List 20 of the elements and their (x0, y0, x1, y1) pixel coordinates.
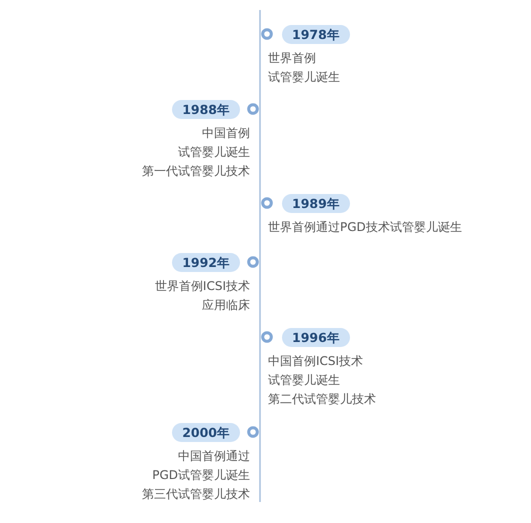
event-text: 第二代试管婴儿技术 (268, 392, 376, 406)
event-text: 世界首例通过PGD技术试管婴儿诞生 (268, 220, 462, 234)
year-tag: 1978年 (282, 25, 350, 44)
event-text: PGD试管婴儿诞生 (152, 468, 250, 482)
year-tag: 1992年 (172, 253, 240, 272)
year-tag: 1996年 (282, 328, 350, 347)
year-tag: 2000年 (172, 423, 240, 442)
year-tag: 1988年 (172, 100, 240, 119)
event-text: 试管婴儿诞生 (268, 70, 340, 84)
event-text: 中国首例ICSI技术 (268, 354, 364, 368)
event-text: 世界首例ICSI技术 (154, 279, 250, 293)
event-text: 世界首例 (268, 51, 316, 65)
event-text: 试管婴儿诞生 (268, 373, 340, 387)
event-text: 试管婴儿诞生 (178, 145, 250, 159)
year-tag: 1989年 (282, 194, 350, 213)
event-text: 第三代试管婴儿技术 (142, 487, 250, 501)
event-text: 中国首例 (202, 126, 250, 140)
event-text: 中国首例通过 (178, 449, 250, 463)
event-text: 应用临床 (202, 298, 250, 312)
event-text: 第一代试管婴儿技术 (142, 164, 250, 178)
